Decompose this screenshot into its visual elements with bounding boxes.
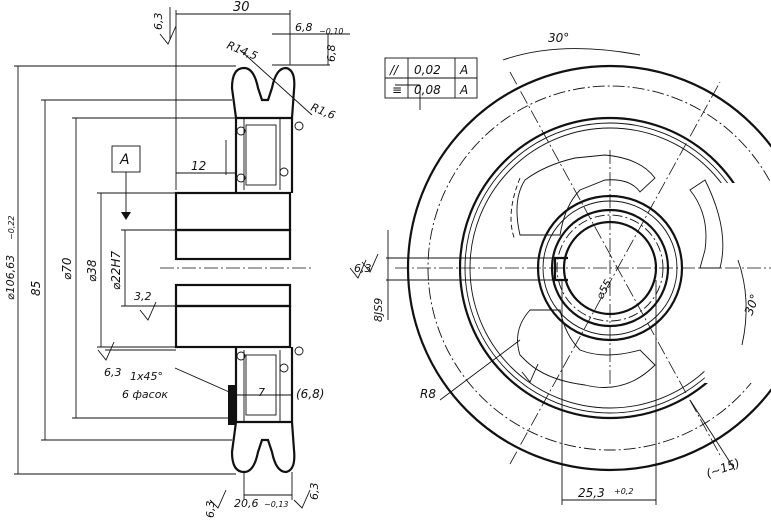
roughness-face: 6,3 (104, 366, 122, 379)
dim-total-length: 30 (233, 0, 250, 15)
section-view: 30 6,8 −0,10 6,8 R14,5 R1,6 12 A ⌀106,63… (4, 0, 367, 519)
dim-radius-root: R1,6 (309, 101, 337, 122)
roughness-keyway: 6,3 (354, 262, 372, 275)
roughness-bottom-left: 6,3 (204, 501, 217, 519)
dim-approx-15: (~15) (704, 456, 741, 481)
dim-radius: R8 (420, 387, 436, 401)
tolerance-datum: A (459, 83, 468, 97)
dim-keyway-depth-tol: +0,2 (614, 487, 633, 496)
dim-rim-width-tol: −0,13 (264, 500, 289, 509)
section-dimension-lines (14, 7, 350, 500)
dim-tooth-width-tol: −0,10 (319, 27, 344, 36)
dim-38: ⌀38 (85, 259, 99, 282)
tolerance-datum: A (459, 63, 468, 77)
dim-keyway: 8JS9 (372, 298, 385, 322)
dim-keyway-depth: 25,3 (578, 486, 605, 500)
tolerance-value: 0,02 (414, 63, 441, 77)
datum-label: A (119, 152, 130, 168)
keyway (553, 256, 568, 282)
roughness-bore: 3,2 (134, 290, 152, 303)
dim-radius-tip: R14,5 (225, 39, 260, 63)
dim-rim-width: 20,6 (234, 497, 259, 510)
front-dimension-lines (386, 48, 747, 505)
keyway-roughness-symbol (361, 253, 379, 273)
dim-outer-diameter-tol: −0,22 (7, 215, 16, 240)
upper-rim (225, 66, 304, 193)
dim-7: 7 (258, 386, 265, 399)
angle-right: 30° (742, 292, 762, 317)
dim-70: ⌀70 (60, 257, 74, 280)
dim-tooth-height: 6,8 (325, 45, 338, 63)
dim-tooth-width: 6,8 (295, 21, 313, 34)
tolerance-symbol-symmetry: ≡ (392, 83, 402, 97)
roughness-top: 6,3 (152, 13, 165, 31)
dim-6-8-ref: (6,8) (296, 387, 324, 401)
angle-top: 30° (548, 31, 569, 45)
tolerance-value: 0,08 (414, 83, 441, 97)
tolerance-symbol-parallel: // (389, 63, 400, 77)
dim-85: 85 (29, 281, 43, 296)
front-centerlines (395, 71, 771, 465)
chamfer-note: 1x45° (130, 370, 163, 383)
chamfer-count: 6 фасок (122, 388, 168, 401)
hub-section (174, 191, 292, 349)
tolerance-row: // 0,02 A (389, 63, 468, 77)
dim-hub-step: 12 (191, 159, 206, 173)
front-view: // 0,02 A ≡ 0,08 A 30° 30° ⌀55 8JS9 6,3 … (354, 31, 771, 505)
lower-rim (228, 346, 304, 474)
dim-hub-diameter: ⌀55 (593, 277, 615, 301)
roughness-symbols (97, 25, 367, 509)
roughness-bottom-right: 6,3 (308, 483, 321, 501)
dim-bore: ⌀22H7 (109, 250, 123, 290)
tolerance-row: ≡ 0,08 A (392, 83, 468, 97)
dim-outer-diameter: ⌀106,63 (4, 255, 17, 300)
tolerance-table: // 0,02 A ≡ 0,08 A (384, 57, 478, 99)
